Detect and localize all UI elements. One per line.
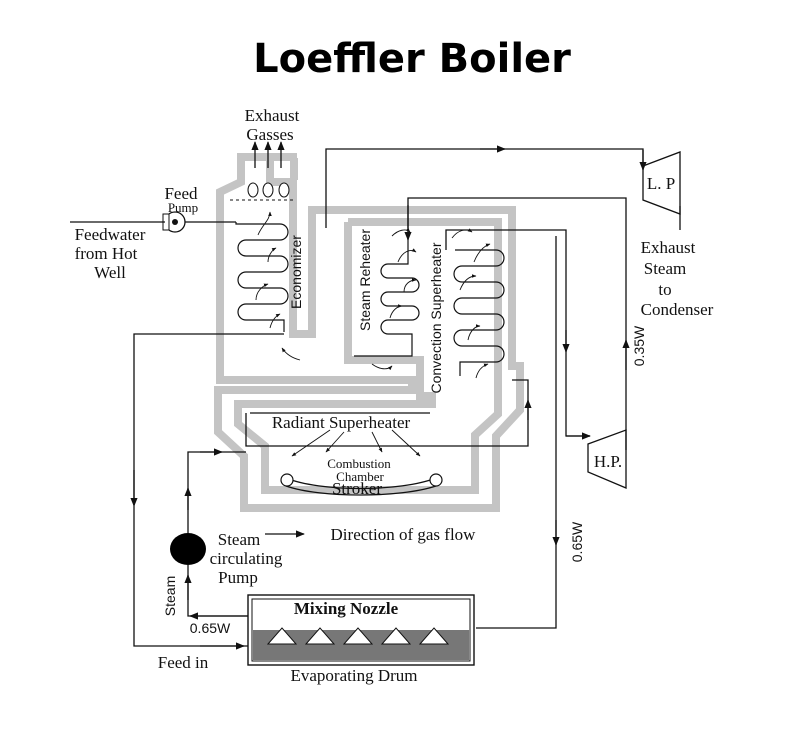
evaporating-drum-label: Evaporating Drum bbox=[291, 666, 418, 685]
page-title: Loeffler Boiler bbox=[253, 36, 571, 82]
exhaust-steam-label-2: Steam bbox=[644, 259, 687, 278]
feedwater-label: Feedwater bbox=[75, 225, 146, 244]
mixing-nozzle-label: Mixing Nozzle bbox=[294, 599, 399, 618]
feed-pump-label: Feed bbox=[164, 184, 198, 203]
steam-reheater-label: Steam Reheater bbox=[357, 229, 373, 331]
flow-065w-bottom-label: 0.65W bbox=[190, 620, 231, 636]
exhaust-gasses-label: Exhaust bbox=[245, 106, 300, 125]
combustion-chamber-label-2: Chamber bbox=[336, 469, 384, 484]
feed-pump-icon bbox=[162, 211, 186, 233]
steam-pump-icon bbox=[170, 533, 206, 565]
steam-vertical-label: Steam bbox=[162, 576, 178, 616]
exhaust-steam-label-4: Condenser bbox=[641, 300, 714, 319]
steam-reheater-coil bbox=[354, 227, 420, 371]
exhaust-steam-label: Exhaust bbox=[641, 238, 696, 257]
hp-turbine-label: H.P. bbox=[594, 452, 622, 471]
radiant-superheater bbox=[245, 379, 532, 457]
steam-pump-label-2: circulating bbox=[210, 549, 283, 568]
convection-superheater-label: Convection Superheater bbox=[428, 242, 444, 393]
furnace-walls bbox=[214, 153, 524, 512]
combustion-chamber-label: Combustion bbox=[327, 456, 391, 471]
economizer-label: Economizer bbox=[288, 235, 304, 309]
radiant-superheater-label: Radiant Superheater bbox=[272, 413, 411, 432]
feedwater-label-2: from Hot bbox=[75, 244, 138, 263]
flow-065w-right-label: 0.65W bbox=[569, 521, 585, 562]
economizer-to-drum-pipe bbox=[133, 333, 284, 505]
steam-pump-label-3: Pump bbox=[218, 568, 258, 587]
return-to-drum-pipe bbox=[476, 236, 557, 629]
evaporating-drum bbox=[247, 594, 475, 666]
economizer-coil bbox=[235, 211, 301, 361]
hp-turbine bbox=[587, 429, 627, 489]
exhaust-gasses-label-2: Gasses bbox=[246, 125, 293, 144]
exhaust-outlet bbox=[230, 141, 296, 201]
gas-flow-legend-label: Direction of gas flow bbox=[331, 525, 477, 544]
lp-turbine-label: L. P bbox=[647, 174, 675, 193]
steam-pump-label: Steam bbox=[218, 530, 261, 549]
stroker-label: Stroker bbox=[332, 479, 382, 498]
flow-035w-label: 0.35W bbox=[631, 325, 647, 366]
stroker-grate bbox=[280, 473, 443, 496]
pump-to-radiant-pipe bbox=[187, 451, 246, 533]
exhaust-steam-label-3: to bbox=[658, 280, 671, 299]
feed-pump-label-2: Pump bbox=[168, 200, 198, 215]
feed-in-label: Feed in bbox=[158, 653, 209, 672]
reheater-to-lp-pipe bbox=[325, 148, 644, 228]
feedwater-label-3: Well bbox=[94, 263, 126, 282]
